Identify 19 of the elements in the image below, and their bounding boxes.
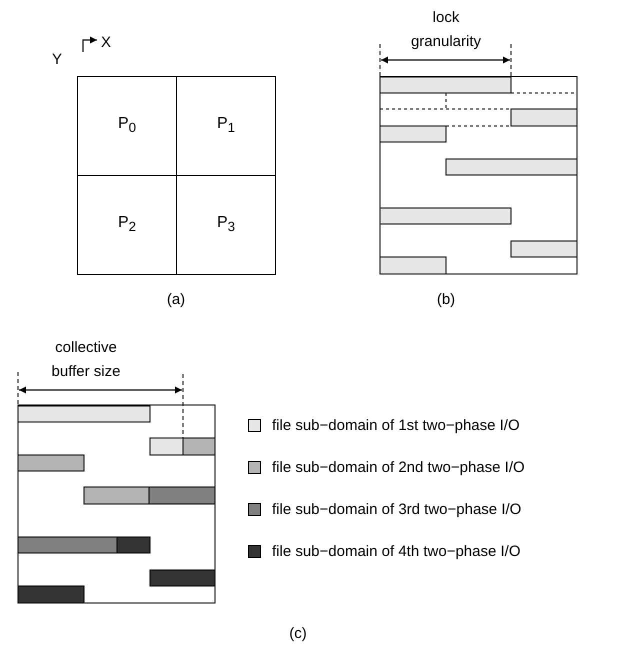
axis-label: Y [52, 50, 64, 70]
processor-label: P$_{0}$ [118, 114, 136, 138]
legend-label: file sub−domain of 4th two−phase I/O [272, 542, 520, 561]
panel-caption: (b) [436, 290, 456, 310]
grid-quadrant [77, 175, 177, 275]
dimension-label: collective buffer size [50, 338, 122, 382]
legend-label: file sub−domain of 1st two−phase I/O [272, 416, 520, 435]
processor-label: P$_{3}$ [216, 213, 236, 237]
grid-quadrant [77, 76, 177, 176]
processor-label: P$_{1}$ [216, 114, 236, 138]
grid-quadrant [176, 175, 276, 275]
axis-label: X [101, 33, 112, 53]
grid-quadrant [176, 76, 276, 176]
processor-label: P$_{2}$ [118, 213, 136, 237]
legend-label: file sub−domain of 3rd two−phase I/O [272, 500, 522, 519]
panel-caption: (c) [288, 624, 308, 644]
dimension-label: lock granularity [410, 8, 482, 52]
panel-caption: (a) [166, 290, 186, 310]
legend-label: file sub−domain of 2nd two−phase I/O [272, 458, 525, 477]
